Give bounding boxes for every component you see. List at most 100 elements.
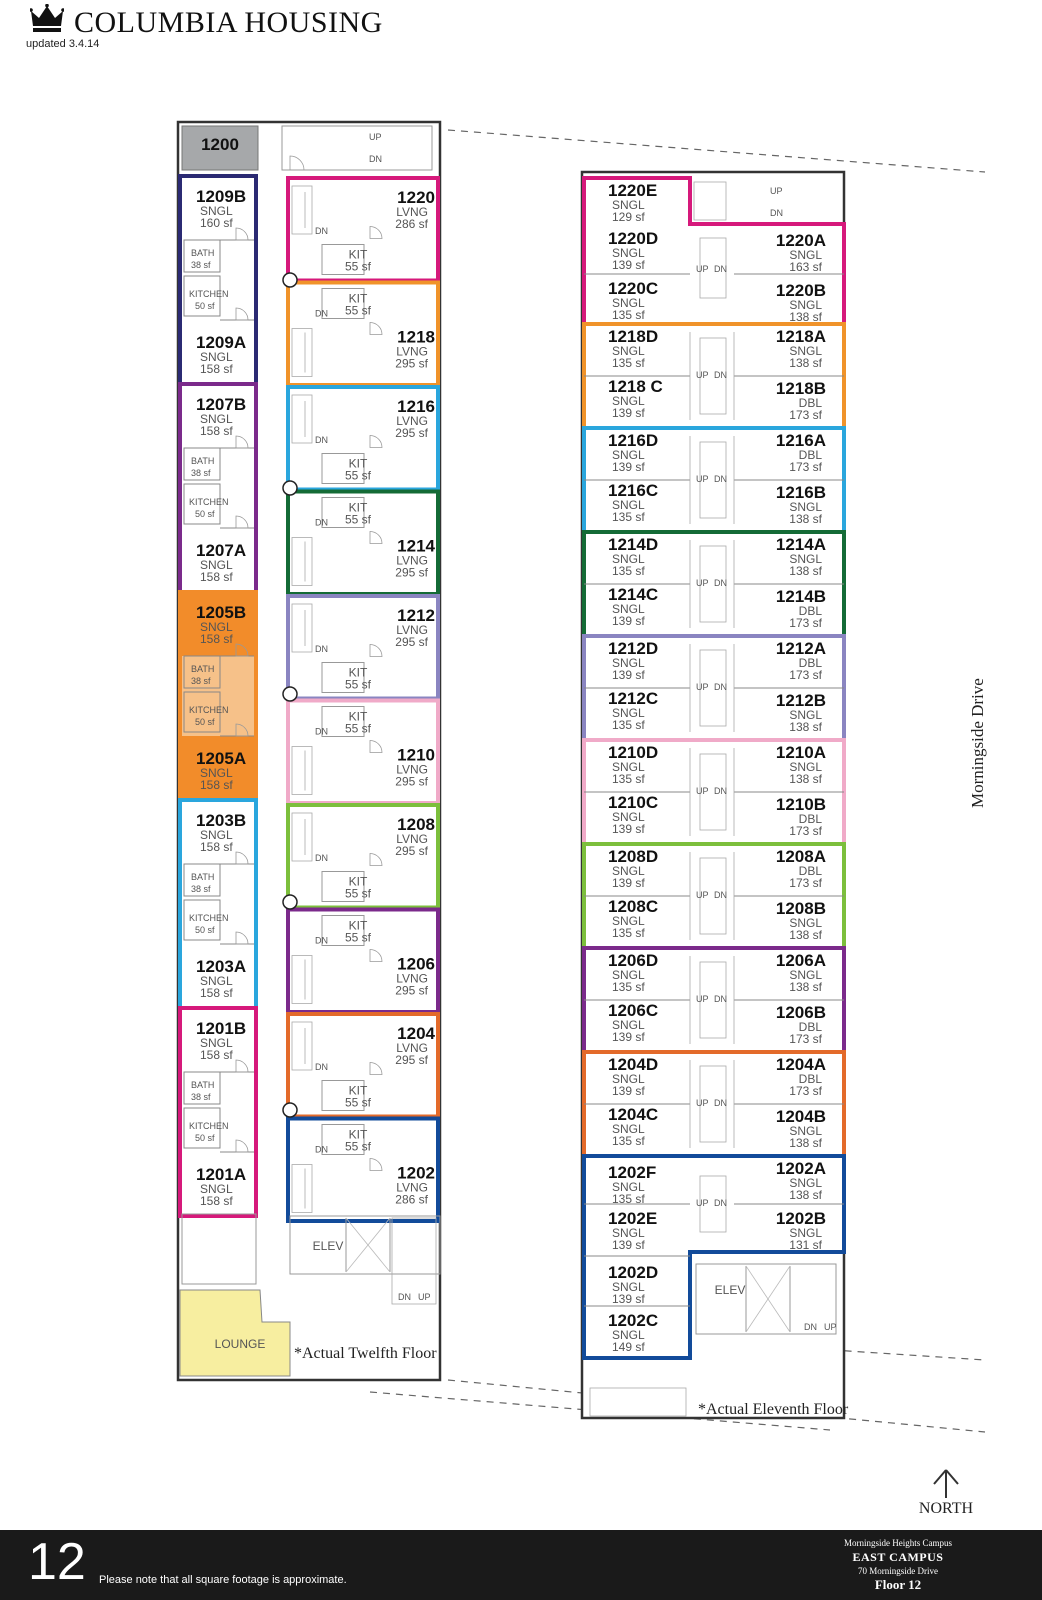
suite-1209-room-b-sf: 160 sf — [200, 216, 233, 230]
unit-1202-kit: KIT — [349, 1128, 368, 1142]
room-1202D-id: 1202D — [608, 1263, 658, 1282]
unit-1210-sf: 295 sf — [395, 775, 428, 789]
unit-1202-closet — [291, 1164, 313, 1213]
room-1214D-sf: 135 sf — [612, 564, 645, 578]
room-1202F-id: 1202F — [608, 1163, 656, 1182]
unit-1218-id: 1218 — [397, 328, 435, 347]
unit-1202-type: LVNG — [396, 1181, 428, 1195]
room-1212A-type: DBL — [799, 656, 823, 670]
room-1202B-type: SNGL — [789, 1226, 822, 1240]
unit-1216-kitchen — [321, 453, 365, 484]
suite-1209-bath-sf: 38 sf — [191, 260, 211, 270]
room-1220C-type: SNGL — [612, 296, 645, 310]
room-1218A-id: 1218A — [776, 327, 826, 346]
core-up: UP — [696, 786, 709, 796]
core — [699, 753, 727, 831]
room-1218B-sf: 173 sf — [789, 408, 822, 422]
suite-1205-room-a-id: 1205A — [196, 749, 246, 768]
suite-1205-bath-label: BATH — [191, 664, 214, 674]
room-1202C-sf: 149 sf — [612, 1340, 645, 1354]
unit-1220-kit: KIT — [349, 248, 368, 262]
lounge-label: LOUNGE — [215, 1337, 266, 1351]
unit-1204-dn: DN — [315, 1062, 328, 1072]
core-dn: DN — [714, 682, 727, 692]
unit-1208-dn: DN — [315, 853, 328, 863]
unit-1212-kit-sf: 55 sf — [345, 678, 372, 692]
column-2 — [282, 686, 298, 702]
stair-dn-12: DN — [398, 1292, 411, 1302]
door-swing — [369, 531, 383, 544]
room-1216C-sf: 135 sf — [612, 510, 645, 524]
unit-1204-closet — [291, 1021, 313, 1071]
unit-1220-type: LVNG — [396, 205, 428, 219]
room-1202A-id: 1202A — [776, 1159, 826, 1178]
room-1214A-type: SNGL — [789, 552, 822, 566]
room-1220D-id: 1220D — [608, 229, 658, 248]
door-swing — [235, 435, 249, 449]
core-up: UP — [696, 264, 709, 274]
column-4 — [282, 1102, 298, 1118]
unit-1220-id: 1220 — [397, 188, 435, 207]
core-dn: DN — [714, 994, 727, 1004]
room-1214C-type: SNGL — [612, 602, 645, 616]
suite-1203-bath — [183, 863, 221, 897]
suite-1201-room-b-type: SNGL — [200, 1036, 233, 1050]
room-1212D-sf: 139 sf — [612, 668, 645, 682]
room-1218 C-type: SNGL — [612, 394, 645, 408]
suite-1209-room-a-type: SNGL — [200, 350, 233, 364]
unit-1206-closet — [291, 955, 313, 1004]
door-swing — [235, 1139, 249, 1153]
door-swing — [369, 740, 383, 753]
core — [699, 237, 727, 299]
unit-1208-sf: 295 sf — [395, 844, 428, 858]
suite-1207-bath-sf: 38 sf — [191, 468, 211, 478]
room-1212B-id: 1212B — [776, 691, 826, 710]
unit-1220-closet — [291, 185, 313, 235]
column-1 — [282, 480, 298, 496]
unit-1208-type: LVNG — [396, 832, 428, 846]
door-swing — [235, 931, 249, 945]
room-1206A-sf: 138 sf — [789, 980, 822, 994]
suite-1205-kitchen-sf: 50 sf — [195, 717, 215, 727]
unit-1202-kit-sf: 55 sf — [345, 1140, 372, 1154]
unit-1216-id: 1216 — [397, 397, 435, 416]
core-dn: DN — [714, 1098, 727, 1108]
room-1220A-id: 1220A — [776, 231, 826, 250]
suite-1207-bath — [183, 447, 221, 481]
north-arrow-icon — [933, 1469, 959, 1498]
suite-1205-room-b-type: SNGL — [200, 620, 233, 634]
room-1202C-type: SNGL — [612, 1328, 645, 1342]
column-3 — [282, 894, 298, 910]
room-1206C-sf: 139 sf — [612, 1030, 645, 1044]
room-1204B-type: SNGL — [789, 1124, 822, 1138]
room-1220D-sf: 139 sf — [612, 258, 645, 272]
room-1214A-id: 1214A — [776, 535, 826, 554]
door-swing — [235, 307, 249, 321]
suite-1205-bath — [183, 655, 221, 689]
bottom-room — [181, 1213, 257, 1285]
core-up: UP — [696, 370, 709, 380]
room-1204C-id: 1204C — [608, 1105, 658, 1124]
room-1204C-sf: 135 sf — [612, 1134, 645, 1148]
room-1212A-id: 1212A — [776, 639, 826, 658]
room-1202F-type: SNGL — [612, 1180, 645, 1194]
room-1214D-type: SNGL — [612, 552, 645, 566]
room-1220E-id: 1220E — [608, 181, 657, 200]
unit-1204-kit-sf: 55 sf — [345, 1096, 372, 1110]
campus-name: Morningside Heights Campus — [844, 1538, 952, 1548]
unit-1204-type: LVNG — [396, 1041, 428, 1055]
room-1216C-id: 1216C — [608, 481, 658, 500]
room-1220E-type: SNGL — [612, 198, 645, 212]
unit-1212-kitchen — [321, 662, 365, 693]
stair-up-12: UP — [418, 1292, 431, 1302]
room-1216B-sf: 138 sf — [789, 512, 822, 526]
door-swing — [235, 643, 249, 657]
room-1204D-type: SNGL — [612, 1072, 645, 1086]
room-1218D-sf: 135 sf — [612, 356, 645, 370]
unit-1208-kitchen — [321, 871, 365, 902]
unit-1206-kit-sf: 55 sf — [345, 931, 372, 945]
door-swing — [369, 435, 383, 448]
unit-1202-outline — [286, 1116, 440, 1223]
unit-1220-dn: DN — [315, 226, 328, 236]
unit-1218-sf: 295 sf — [395, 357, 428, 371]
